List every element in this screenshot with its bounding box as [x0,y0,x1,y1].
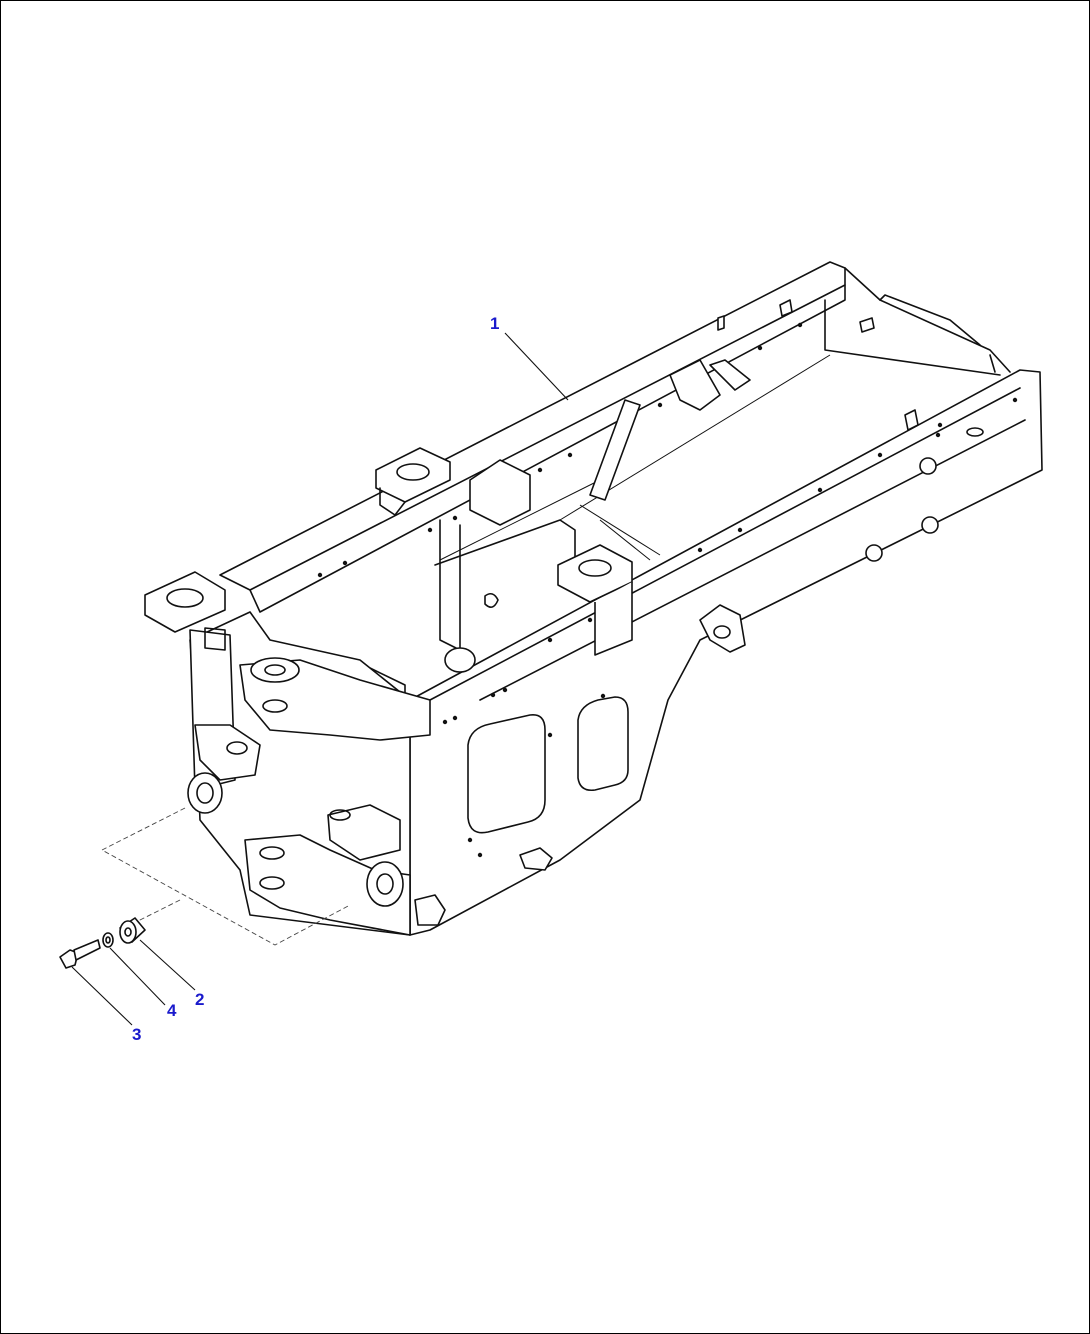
part-3-bolt [59,939,101,969]
callout-2: 2 [195,990,204,1009]
bolt-holes [317,322,1018,858]
front-yoke-lower [244,834,411,936]
left-side-rail [219,261,846,591]
callout-1: 1 [490,314,499,333]
side-opening-left [467,713,546,834]
side-opening-right [577,696,629,792]
callout-4: 4 [167,1001,177,1020]
mount-pad-upper-left [144,571,226,633]
mount-pad-upper-mid [375,447,451,516]
mount-pad-center [557,544,633,656]
mount-location-outline [101,807,351,946]
lift-eye-bracket [699,604,746,653]
leader-lines [71,332,569,1026]
callout-3: 3 [132,1025,141,1044]
part-2-bushing [119,917,146,944]
part-4-washer [102,932,114,948]
right-side-rail [409,369,1043,936]
main-frame [144,261,1043,936]
